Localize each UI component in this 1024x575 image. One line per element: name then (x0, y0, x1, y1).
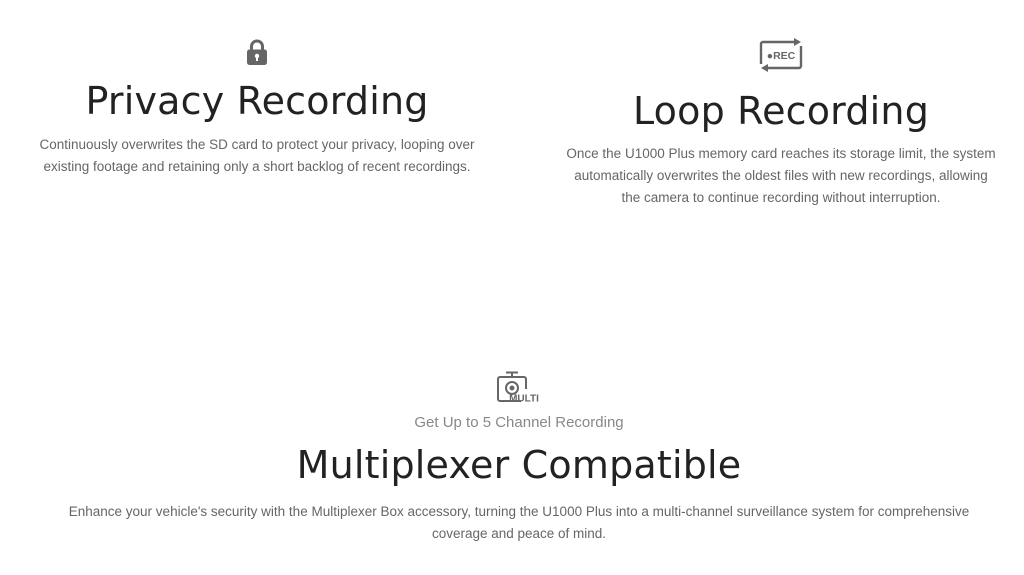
desc-line: existing footage and retaining only a sh… (43, 159, 471, 174)
feature-loop-recording: ●REC Loop Recording Once the U1000 Plus … (552, 38, 1010, 209)
desc-line: the camera to continue recording without… (621, 190, 941, 205)
desc-line: coverage and peace of mind. (431, 526, 607, 541)
rec-icon-label: ●REC (767, 50, 796, 62)
desc-line: automatically overwrites the oldest file… (574, 168, 988, 183)
multiplexer-compatible-title: Multiplexer Compatible (296, 443, 742, 487)
lock-icon (20, 38, 494, 66)
multiplexer-description: Enhance your vehicle's security with the… (30, 501, 1008, 545)
loop-recording-description: Once the U1000 Plus memory card reaches … (552, 143, 1010, 209)
loop-recording-title: Loop Recording (632, 89, 930, 133)
desc-line: Once the U1000 Plus memory card reaches … (566, 146, 996, 161)
rec-loop-icon: ●REC (552, 38, 1010, 74)
multi-icon-label: MULTI (509, 394, 539, 404)
privacy-recording-description: Continuously overwrites the SD card to p… (20, 134, 494, 178)
privacy-recording-title: Privacy Recording (85, 79, 429, 123)
feature-privacy-recording: Privacy Recording Continuously overwrite… (20, 38, 494, 178)
desc-line: Enhance your vehicle's security with the… (68, 504, 970, 519)
feature-multiplexer-compatible: MULTI Get Up to 5 Channel Recording Mult… (30, 371, 1008, 545)
multiplexer-subtitle: Get Up to 5 Channel Recording (414, 414, 624, 431)
desc-line: Continuously overwrites the SD card to p… (39, 137, 475, 152)
multi-camera-icon: MULTI (30, 371, 1008, 403)
